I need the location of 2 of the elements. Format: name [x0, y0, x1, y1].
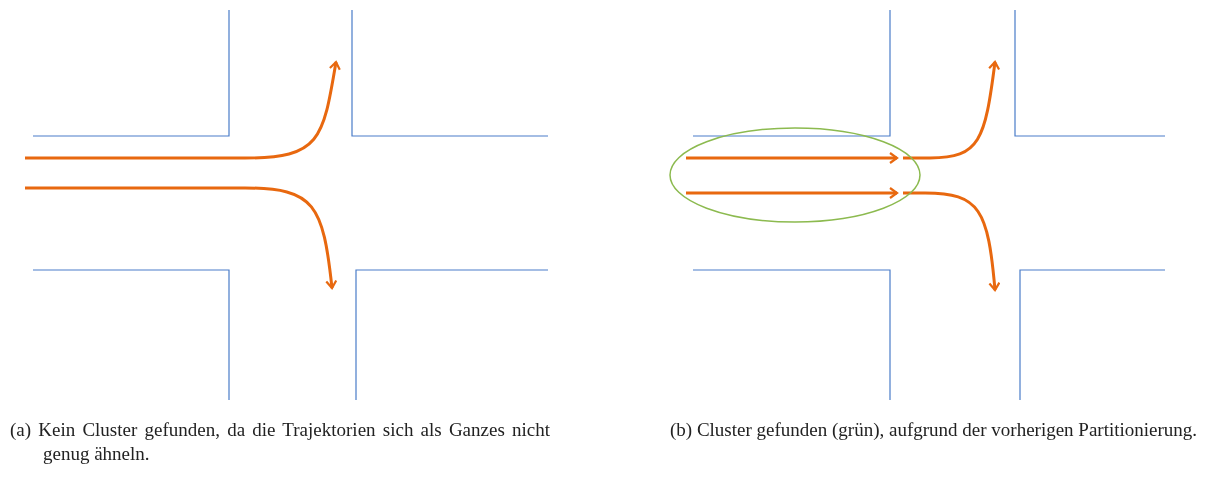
figure-caption: (b) Cluster gefunden (grün), aufgrund der vorherigen Partitionierung. — [670, 418, 1199, 442]
figure-caption: (a) Kein Cluster gefunden, da die Trajektorien sich als Ganzes nicht genug ähneln. — [10, 418, 550, 466]
